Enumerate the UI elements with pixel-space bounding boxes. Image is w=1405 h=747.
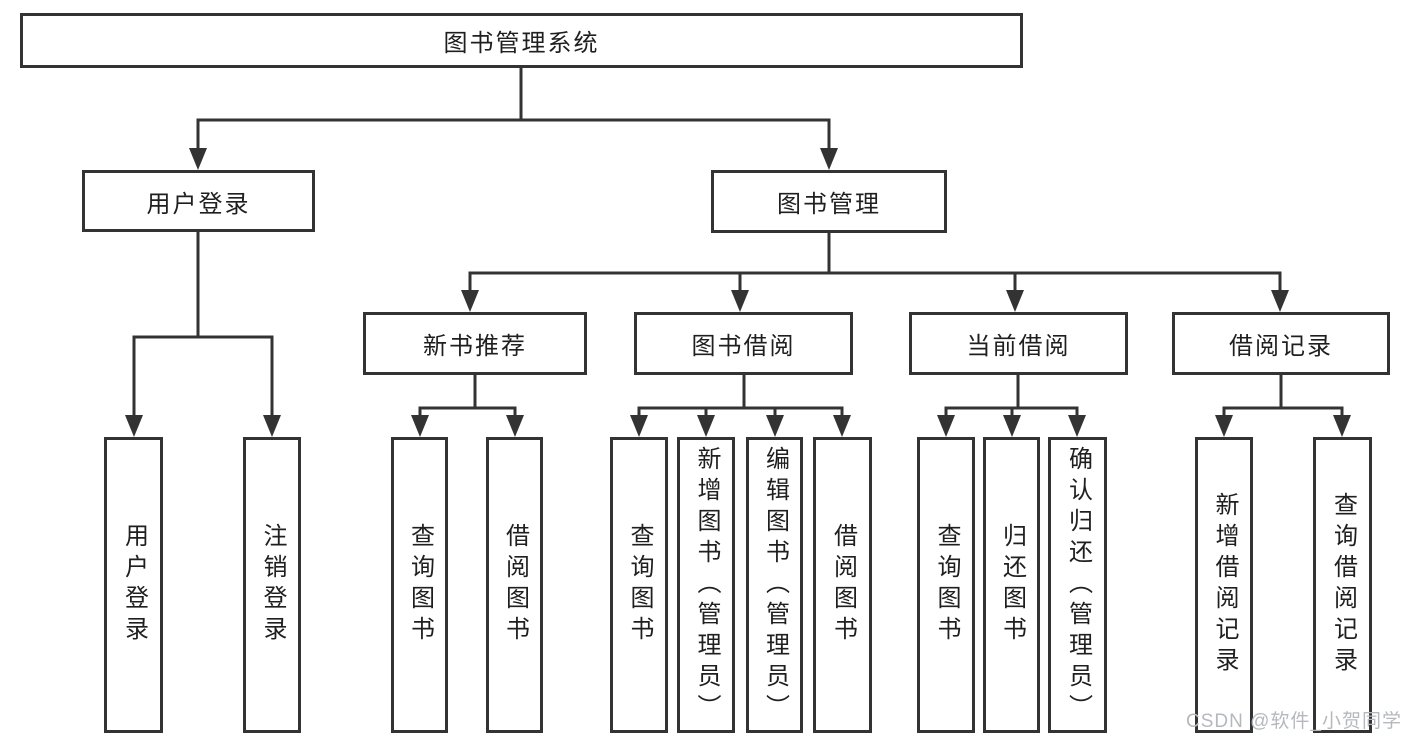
arrow-down-icon: [1271, 290, 1289, 312]
leaf-label: 编辑图书（管理员）: [761, 445, 789, 725]
node-label: 用户登录: [146, 190, 251, 218]
leaf-label: 用户登录: [120, 523, 148, 647]
connector-book-mgmt-branch: [468, 233, 1282, 295]
arrow-down-icon: [731, 290, 749, 312]
leaf-query-books-borrow: 查询图书: [610, 437, 668, 733]
leaf-return-books: 归还图书: [983, 437, 1040, 733]
connector-borrow-record-branch: [1222, 375, 1344, 420]
arrow-down-icon: [630, 415, 648, 437]
node-borrow-records: 借阅记录: [1172, 312, 1390, 375]
watermark: CSDN @软件_小贺同学: [1186, 711, 1402, 732]
arrow-down-icon: [1215, 415, 1233, 437]
node-label: 图书管理系统: [443, 30, 600, 57]
node-label: 图书管理: [777, 191, 881, 218]
leaf-label: 借阅图书: [501, 523, 529, 647]
connector-book-borrow-branch: [637, 375, 844, 420]
node-book-management: 图书管理: [711, 170, 947, 233]
arrow-down-icon: [411, 415, 429, 437]
leaf-label: 确认归还（管理员）: [1064, 445, 1092, 725]
connector-current-borrow-branch: [944, 375, 1079, 420]
leaf-label: 借阅图书: [829, 523, 857, 647]
arrow-down-icon: [937, 415, 955, 437]
leaf-label: 查询图书: [406, 523, 434, 647]
leaf-add-books-admin: 新增图书（管理员）: [677, 437, 735, 733]
node-book-borrowing: 图书借阅: [634, 312, 853, 375]
arrow-down-icon: [125, 415, 143, 437]
arrow-down-icon: [820, 148, 838, 170]
node-current-borrowing: 当前借阅: [909, 312, 1128, 375]
leaf-borrow-books: 借阅图书: [813, 437, 872, 733]
leaf-label: 新增图书（管理员）: [693, 445, 720, 725]
arrow-down-icon: [189, 148, 207, 170]
leaf-edit-books-admin: 编辑图书（管理员）: [746, 437, 803, 733]
arrow-down-icon: [461, 290, 479, 312]
leaf-borrow-books-recommend: 借阅图书: [486, 437, 543, 733]
arrow-down-icon: [506, 415, 524, 437]
node-new-book-recommend: 新书推荐: [363, 312, 587, 375]
leaf-confirm-return-admin: 确认归还（管理员）: [1048, 437, 1107, 733]
arrow-down-icon: [1003, 415, 1021, 437]
leaf-label: 新增借阅记录: [1211, 492, 1238, 678]
leaf-query-borrow-record: 查询借阅记录: [1313, 437, 1372, 733]
leaf-user-login: 用户登录: [104, 437, 163, 733]
node-label: 借阅记录: [1229, 333, 1333, 360]
node-label: 图书借阅: [691, 333, 796, 360]
leaf-add-borrow-record: 新增借阅记录: [1195, 437, 1253, 733]
arrow-down-icon: [766, 415, 784, 437]
leaf-query-books-current: 查询图书: [917, 437, 975, 733]
leaf-label: 归还图书: [998, 523, 1026, 647]
node-label: 新书推荐: [423, 333, 527, 360]
leaf-logout: 注销登录: [243, 437, 301, 733]
arrow-down-icon: [1006, 290, 1024, 312]
node-user-login: 用户登录: [82, 170, 315, 232]
leaf-query-books-recommend: 查询图书: [391, 437, 448, 733]
connector-user-login-branch: [132, 232, 274, 420]
connector-root-branch: [196, 68, 831, 155]
leaf-label: 查询借阅记录: [1329, 492, 1357, 678]
arrow-down-icon: [833, 415, 851, 437]
arrow-down-icon: [697, 415, 715, 437]
connector-new-book-branch: [418, 375, 517, 420]
leaf-label: 注销登录: [259, 523, 286, 647]
node-library-system: 图书管理系统: [20, 13, 1023, 68]
leaf-label: 查询图书: [626, 523, 653, 647]
node-label: 当前借阅: [966, 333, 1071, 360]
arrow-down-icon: [1068, 415, 1086, 437]
leaf-label: 查询图书: [933, 523, 960, 647]
arrow-down-icon: [263, 415, 281, 437]
arrow-down-icon: [1333, 415, 1351, 437]
